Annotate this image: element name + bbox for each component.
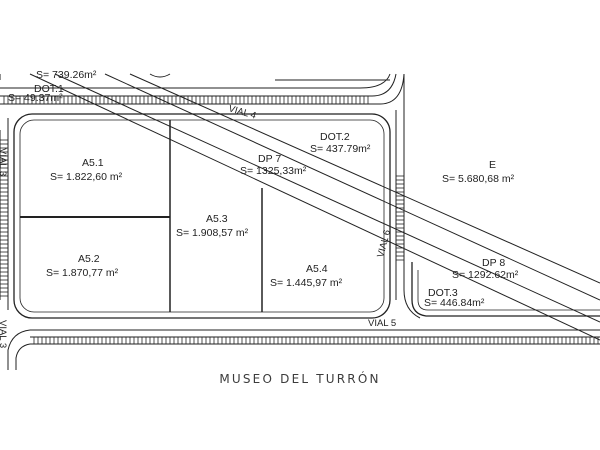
parcel-a54-area: S= 1.445,97 m²	[270, 277, 343, 289]
parcel-a51-area: S= 1.822,60 m²	[50, 171, 123, 183]
caption-title: MUSEO DEL TURRÓN	[219, 372, 381, 386]
parcel-dot3-name: DOT.3	[428, 287, 458, 299]
road-curb-hatch	[0, 96, 599, 344]
parcel-e-area: S= 5.680,68 m²	[442, 173, 515, 185]
parcel-dp8-area: S= 1292.62m²	[452, 269, 519, 281]
parcel-dot1-area-partial: S= 739.26m²	[36, 69, 97, 81]
parcel-dot2-name: DOT.2	[320, 131, 350, 143]
parcel-dot1-name: DOT.1	[34, 83, 64, 95]
parcel-a52-name: A5.2	[78, 253, 100, 265]
parcel-a53-name: A5.3	[206, 213, 228, 225]
parcel-a52-area: S= 1.870,77 m²	[46, 267, 119, 279]
parcel-dot2-area: S= 437.79m²	[310, 143, 371, 155]
parcel-a54-name: A5.4	[306, 263, 328, 275]
parcel-a53-area: S= 1.908,57 m²	[176, 227, 249, 239]
parcel-dividers	[20, 120, 263, 312]
road-label-vial5: VIAL 5	[368, 318, 396, 329]
dp-diagonal-strips	[29, 73, 600, 341]
parcel-a51-name: A5.1	[82, 157, 104, 169]
block-dot3-outline	[411, 262, 600, 317]
parcel-dp7-name: DP 7	[258, 153, 281, 165]
road-label-vial3-top: VIAL 3	[0, 148, 8, 176]
parcel-dot3-area: S= 446.84m²	[424, 297, 485, 309]
parcel-dot1-area: S= 49.37m²	[8, 92, 63, 104]
road-edges	[0, 73, 600, 370]
parcel-dp8-name: DP 8	[482, 257, 505, 269]
parcel-e-name: E	[489, 159, 496, 171]
site-plan-map: VIAL 4 VIAL 5 VIAL 6 VIAL 3 VIAL 3 A5.1 …	[0, 69, 600, 370]
parcel-dp7-area: S= 1325,33m²	[240, 165, 307, 177]
road-label-vial3-bottom: VIAL 3	[0, 320, 8, 348]
